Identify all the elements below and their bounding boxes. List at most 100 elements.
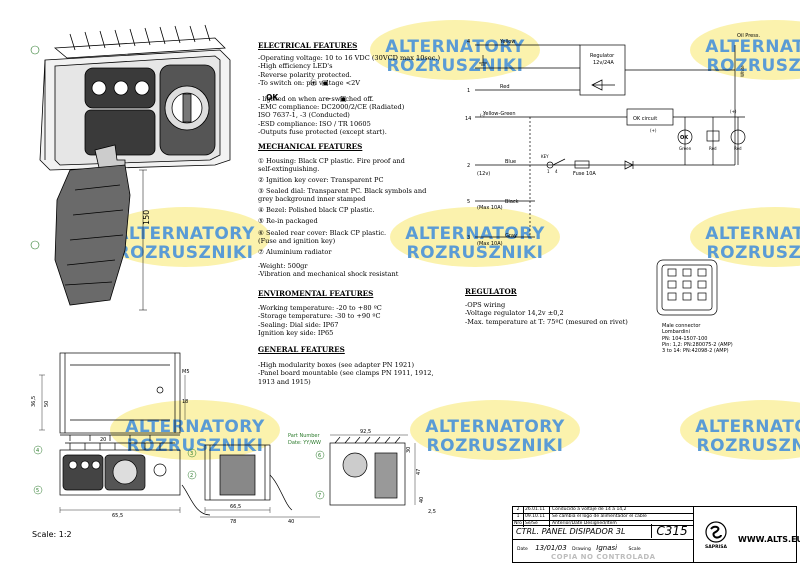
ok-symbol: OK: [266, 93, 279, 103]
regulator-label: Regulator: [590, 53, 615, 59]
feature-line: (Fuse and ignition key): [258, 236, 336, 245]
side-view: [59, 352, 181, 434]
feature-line: ⑦ Aluminium radiator: [258, 248, 332, 257]
date-code-label: Date: YY/WW: [288, 440, 321, 446]
feature-line: -Weight: 500gr: [258, 262, 308, 271]
dim-label: 50: [44, 401, 50, 407]
connector-line: PN: 104-1507-100: [662, 335, 708, 342]
oil-press-label: Oil Press.: [737, 33, 760, 39]
uncontrolled-copy-stamp: COPIA NO CONTROLADA: [551, 553, 656, 561]
pin-number: 4: [467, 39, 470, 45]
dim-label: 40: [288, 519, 294, 525]
dim-150: 150: [142, 210, 151, 225]
wire-color: Red: [500, 84, 510, 90]
ok-lamp-label: OK: [680, 135, 689, 141]
rev-number: Nro: [513, 521, 524, 527]
rev-desc: Conducido a voltaje de 14 a 14,2: [552, 507, 627, 512]
feature-line: -Voltage regulator 14,2v ±0,2: [465, 309, 564, 318]
switch-pos: 1: [547, 169, 550, 174]
scale-label: Scale: [628, 547, 641, 552]
feature-line: ② Ignition key cover: Transparent PC: [258, 175, 384, 184]
feature-line: -Sealing: Dial side: IP67: [258, 320, 339, 329]
panel-callouts: [30, 45, 40, 250]
feature-line: -Max. temperature at T: 75ºC (mesured on…: [465, 317, 628, 326]
callout-number: 2: [190, 473, 193, 479]
heading-environmental: ENVIROMENTAL FEATURES: [258, 289, 374, 298]
heading-electrical: ELECTRICAL FEATURES: [258, 41, 358, 50]
mechanical-features: MECHANICAL FEATURES ① Housing: Black CP …: [258, 142, 427, 279]
front-view: [59, 449, 181, 496]
callout-number: 3: [190, 451, 193, 457]
drawing-title: CTRL. PANEL DISIPADOR 3L: [516, 527, 626, 536]
dim-label: 78: [230, 519, 236, 525]
connector-line: Male connector: [662, 323, 701, 329]
feature-line: grey background inner stamped: [258, 195, 366, 204]
battery-symbol-icon: ▣: [322, 78, 329, 87]
drawing-code: C315: [651, 524, 692, 538]
heading-general: GENERAL FEATURES: [258, 345, 345, 354]
feature-line: -To switch on: pin voltage <2V: [258, 78, 361, 87]
saprisa-logo: SAPRISA: [701, 521, 731, 550]
rev-desc: Se cambia el logo de alimentador el cabl…: [552, 514, 647, 519]
top-view: [204, 444, 271, 501]
title-block: 2 26.01.11 Conducido a voltaje de 14 a 1…: [512, 506, 800, 563]
dim-label: 18: [182, 399, 188, 405]
pin-number: 1: [467, 88, 470, 94]
polarity-label: (-): [480, 113, 485, 118]
rev-number: 1: [513, 514, 524, 520]
switch-pos: 4: [555, 169, 558, 174]
feature-line: -EMC compliance: DC2000/2/CE (Radiated): [258, 103, 405, 112]
regulator-rating: 12v/24A: [593, 60, 614, 66]
regulator-features: REGULATOR -OPS wiring -Voltage regulator…: [465, 287, 628, 326]
pin-number: 3: [467, 235, 470, 241]
wire-color: Yellow: [499, 39, 515, 45]
heading-regulator: REGULATOR: [465, 287, 517, 296]
feature-line: -Outputs fuse protected (except start).: [258, 127, 387, 136]
fuse-label: Fuse 10A: [573, 171, 596, 177]
feature-line: 1913 and 1915): [258, 377, 311, 386]
connector-drawing: [656, 259, 718, 316]
wiring-schematic: Regulator 12v/24A OK circuit Oil Press. …: [465, 33, 760, 247]
polarity-label: (+): [650, 128, 657, 133]
callout-number: 5: [36, 488, 39, 494]
aux-label: (Max 10A): [477, 205, 503, 211]
oil-symbol-icon: ⭬: [326, 95, 332, 104]
website-url: WWW.ALTS.EU: [738, 535, 800, 544]
feature-line: ① Housing: Black CP plastic. Fire proof …: [258, 157, 405, 166]
dim-label: 65,5: [112, 513, 123, 519]
connector-line: Lombardini: [662, 329, 690, 336]
feature-line: -ESD compliance: ISO / TR 10605: [258, 119, 371, 128]
feature-line: ISO 7637-1, -3 (Conducted): [258, 111, 350, 120]
pin-number: 5: [467, 199, 470, 205]
white-wire-label: White: [740, 65, 745, 77]
orthographic-views: M5 36,5 18 20 50 65,5 66,5 78 40 92,5 47…: [31, 352, 436, 525]
heading-mechanical: MECHANICAL FEATURES: [258, 142, 363, 151]
date-value: 13/01/03: [535, 544, 567, 552]
saprisa-logo-icon: [705, 521, 727, 543]
dim-label: M5: [182, 369, 190, 375]
feature-line: -Operating voltage: 10 to 16 VDC (30VCD …: [258, 54, 441, 63]
feature-line: ③ Sealed dial: Transparent PC. Black sym…: [258, 186, 427, 195]
callout-number: 4: [36, 448, 39, 454]
feature-line: ⑤ Re-in packaged: [258, 217, 318, 226]
callouts: 4 5 3 2 6 7: [33, 445, 325, 500]
callout-number: 7: [318, 493, 321, 499]
brand-name: SAPRISA: [705, 545, 727, 550]
feature-line: Ignition key side: IP65: [258, 328, 334, 337]
lamp-color: Red: [709, 146, 717, 151]
polarity-label: (+): [730, 109, 737, 114]
dim-label: 30: [406, 447, 412, 453]
dim-label: 40: [419, 497, 425, 503]
lamp-color: Green: [679, 146, 692, 151]
key-symbol-icon: ⦿: [310, 78, 317, 87]
feature-line: -High modularity boxes (see adapter PN 1…: [258, 361, 415, 370]
cable-boot: [54, 164, 131, 306]
wire-color: Black: [505, 199, 519, 205]
rev-date: 26.01.11: [524, 507, 550, 513]
callout-number: 6: [318, 453, 321, 459]
connector-line: Pin: 1,2: PN:280075-2 (AMP): [662, 341, 733, 348]
rev-date: 09.10.11: [524, 514, 550, 520]
feature-line: -Reverse polarity protected.: [258, 70, 352, 79]
feature-line: -Working temperature: -20 to +80 ºC: [258, 304, 382, 313]
